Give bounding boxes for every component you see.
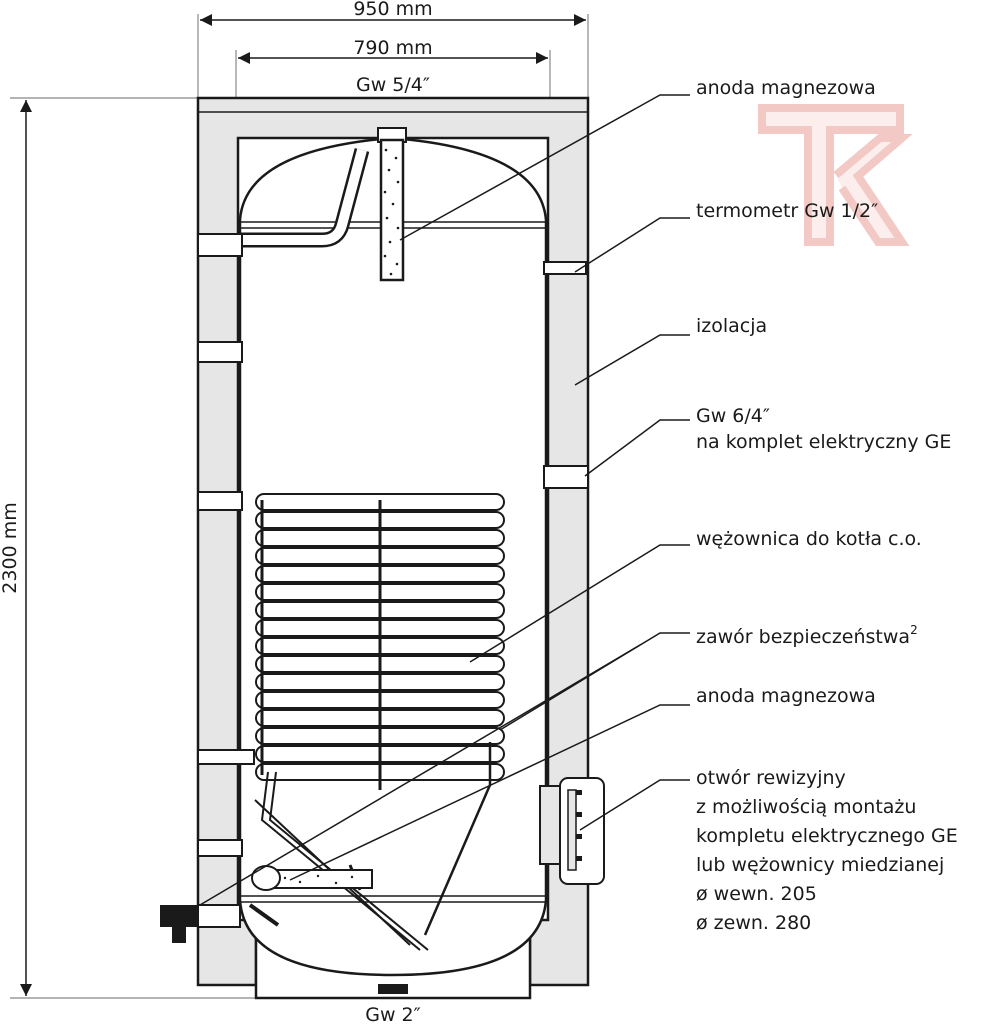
bottom-connection-label: Gw 2″ bbox=[365, 1004, 421, 1024]
label-insulation: izolacja bbox=[696, 315, 768, 337]
label-electric-set-line1: Gw 6/4″ bbox=[696, 405, 770, 427]
label-anode-top: anoda magnezowa bbox=[696, 77, 876, 99]
anode-top-texture bbox=[383, 148, 400, 276]
label-inspection-line: z możliwością montażu bbox=[696, 796, 917, 818]
label-safety-valve: zawór bezpieczeństwa2 bbox=[696, 617, 918, 650]
dimension-guides bbox=[10, 14, 589, 999]
label-inspection-line: lub wężownicy miedzianej bbox=[696, 854, 945, 876]
top-connection-label: Gw 5/4″ bbox=[356, 74, 430, 96]
drain-valve bbox=[160, 905, 198, 927]
label-inspection-line: ø zewn. 280 bbox=[696, 912, 812, 934]
leader-lines bbox=[199, 94, 690, 906]
dim-inner-width: 790 mm bbox=[353, 37, 432, 59]
label-safety-valve-text: zawór bezpieczeństwa bbox=[696, 626, 911, 648]
label-inspection-line: otwór rewizyjny bbox=[696, 767, 846, 789]
logo-watermark bbox=[758, 104, 913, 246]
inspection-opening bbox=[539, 777, 605, 885]
anode-top bbox=[379, 138, 405, 282]
label-inspection-line: kompletu elektrycznego GE bbox=[696, 825, 958, 847]
label-inspection: otwór rewizyjny z możliwością montażu ko… bbox=[696, 764, 958, 938]
dim-outer-width: 950 mm bbox=[353, 0, 432, 20]
label-inspection-line: ø wewn. 205 bbox=[696, 883, 817, 905]
side-fittings bbox=[197, 233, 589, 857]
label-coil: wężownica do kotła c.o. bbox=[696, 528, 922, 550]
label-anode-bottom: anoda magnezowa bbox=[696, 685, 876, 707]
insulation-jacket bbox=[196, 96, 590, 987]
dim-height: 2300 mm bbox=[0, 502, 21, 593]
label-safety-valve-note: 2 bbox=[910, 623, 918, 637]
tank bbox=[238, 136, 548, 977]
heating-coil bbox=[255, 493, 505, 790]
label-electric-set: Gw 6/4″ na komplet elektryczny GE bbox=[696, 403, 951, 455]
label-electric-set-line2: na komplet elektryczny GE bbox=[696, 431, 952, 453]
label-thermometer: termometr Gw 1/2″ bbox=[696, 200, 879, 222]
